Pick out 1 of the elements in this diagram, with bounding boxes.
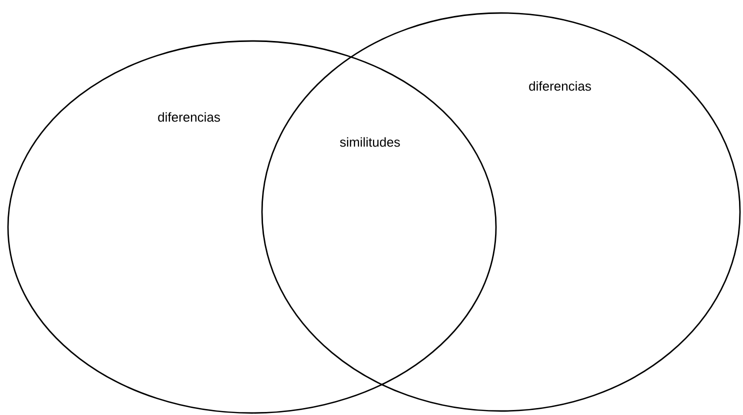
overlap-label: similitudes	[340, 137, 400, 147]
